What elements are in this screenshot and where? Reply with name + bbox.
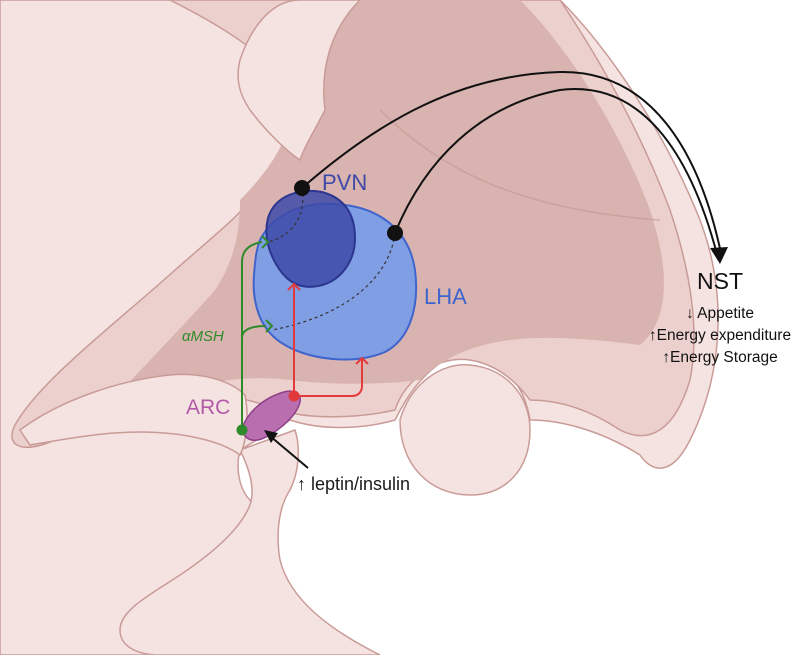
arc-label: ARC xyxy=(186,396,230,420)
nst-block: NST ↓ Appetite ↑Energy expenditure ↑Ener… xyxy=(620,268,808,369)
nst-effect-energy-expenditure: ↑Energy expenditure xyxy=(620,325,808,347)
leptin-insulin-label: ↑ leptin/insulin xyxy=(297,474,410,495)
amsh-label: αMSH xyxy=(182,328,224,345)
lha-label: LHA xyxy=(424,284,467,310)
lha-neuron-dot xyxy=(387,225,403,241)
pvn-neuron-dot xyxy=(294,180,310,196)
green-neuron-dot xyxy=(237,425,248,436)
nst-title: NST xyxy=(620,268,808,295)
nst-effect-energy-storage: ↑Energy Storage xyxy=(620,347,808,369)
mammillary-lobe xyxy=(400,365,530,495)
pvn-label: PVN xyxy=(322,170,367,196)
red-neuron-dot xyxy=(289,391,300,402)
nst-effect-appetite: ↓ Appetite xyxy=(620,303,808,325)
